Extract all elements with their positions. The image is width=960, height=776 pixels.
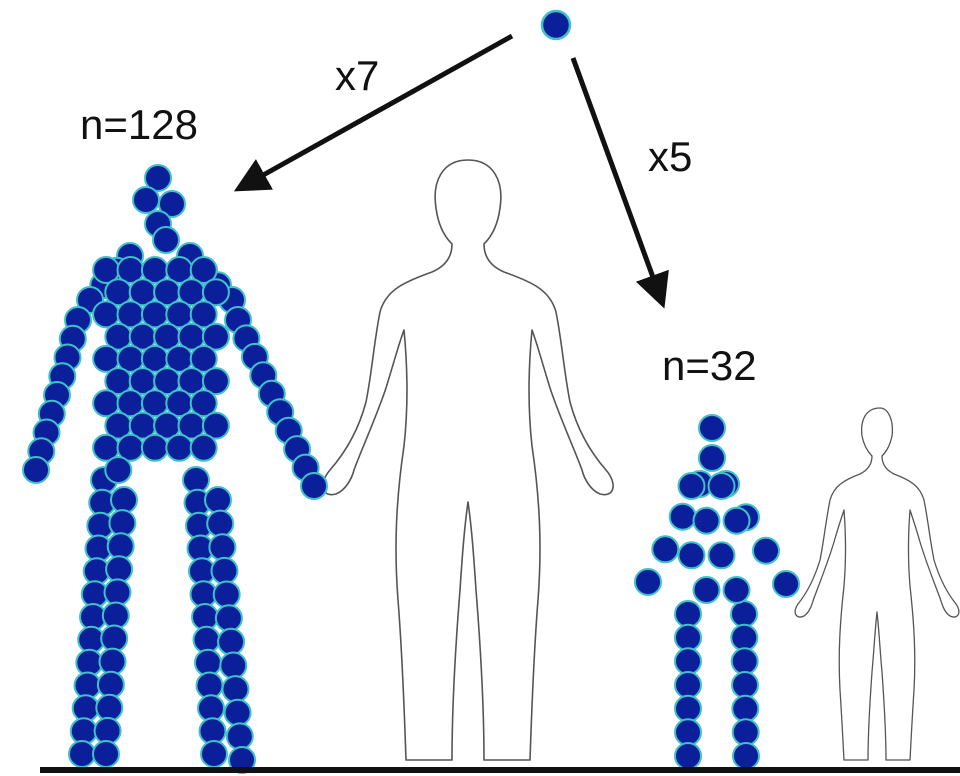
cell-dot-icon [111,487,137,513]
large-human-outline-icon [323,160,613,760]
cell-dot-icon [709,473,735,499]
cell-dot-icon [191,435,217,461]
cell-dot-icon [679,542,705,568]
cell-dot-icon [225,700,251,726]
cell-dot-icon [101,626,127,652]
cell-dot-icon [133,187,159,213]
cell-dot-icon [675,672,701,698]
source-cell-icon [542,11,570,39]
cell-dot-icon [694,508,720,534]
cell-dot-icon [201,741,227,767]
cell-dot-icon [218,629,244,655]
cell-dot-icon [105,579,131,605]
cell-dot-icon [699,415,725,441]
cell-dot-icon [223,676,249,702]
cell-dot-icon [694,577,720,603]
cell-dot-icon [214,582,240,608]
cell-dot-icon [732,696,758,722]
cell-dot-icon [142,435,168,461]
cell-dot-icon [635,569,661,595]
cell-dot-icon [733,719,759,745]
small-human-outline-icon [795,408,959,760]
cell-dot-icon [731,601,757,627]
cell-dot-icon [699,445,725,471]
cell-dot-icon [216,605,242,631]
cell-dot-icon [773,571,799,597]
cell-dot-icon [153,227,179,253]
cell-dot-icon [166,435,192,461]
cell-dot-icon [733,743,759,769]
small-figure-count-label: n=32 [662,345,757,387]
cell-dot-icon [724,577,750,603]
cell-dot-icon [675,696,701,722]
cell-dot-icon [675,648,701,674]
small-cell-figure [635,415,799,769]
cell-dot-icon [670,504,696,530]
cell-dot-icon [109,510,135,536]
large-cell-figure [23,165,327,773]
cell-dot-icon [23,457,49,483]
cell-dot-icon [679,473,705,499]
cell-dot-icon [93,741,119,767]
cell-dot-icon [69,741,95,767]
cell-dot-icon [105,457,131,483]
cell-dot-icon [301,473,327,499]
cell-dot-icon [212,558,238,584]
cell-dot-icon [732,648,758,674]
cell-dot-icon [227,723,253,749]
cell-dot-icon [753,538,779,564]
cell-dot-icon [731,625,757,651]
cell-dot-icon [724,508,750,534]
cell-dot-icon [732,672,758,698]
cell-dot-icon [675,743,701,769]
arrow-to-small-figure-icon [573,58,662,302]
large-figure-count-label: n=128 [80,104,198,146]
cell-dot-icon [652,536,678,562]
cell-dot-icon [220,653,246,679]
cell-dot-icon [675,719,701,745]
cell-dot-icon [106,556,132,582]
cell-dot-icon [98,672,124,698]
cell-dot-icon [709,542,735,568]
cell-dot-icon [96,695,122,721]
cell-dot-icon [108,533,134,559]
cell-dot-icon [205,487,231,513]
cell-dot-icon [207,511,233,537]
cell-dot-icon [675,625,701,651]
small-figure-multiplier-label: x5 [648,136,692,178]
cell-dot-icon [675,601,701,627]
cell-dot-icon [95,718,121,744]
cell-dot-icon [100,649,126,675]
large-figure-multiplier-label: x7 [335,55,379,97]
cell-dot-icon [209,534,235,560]
